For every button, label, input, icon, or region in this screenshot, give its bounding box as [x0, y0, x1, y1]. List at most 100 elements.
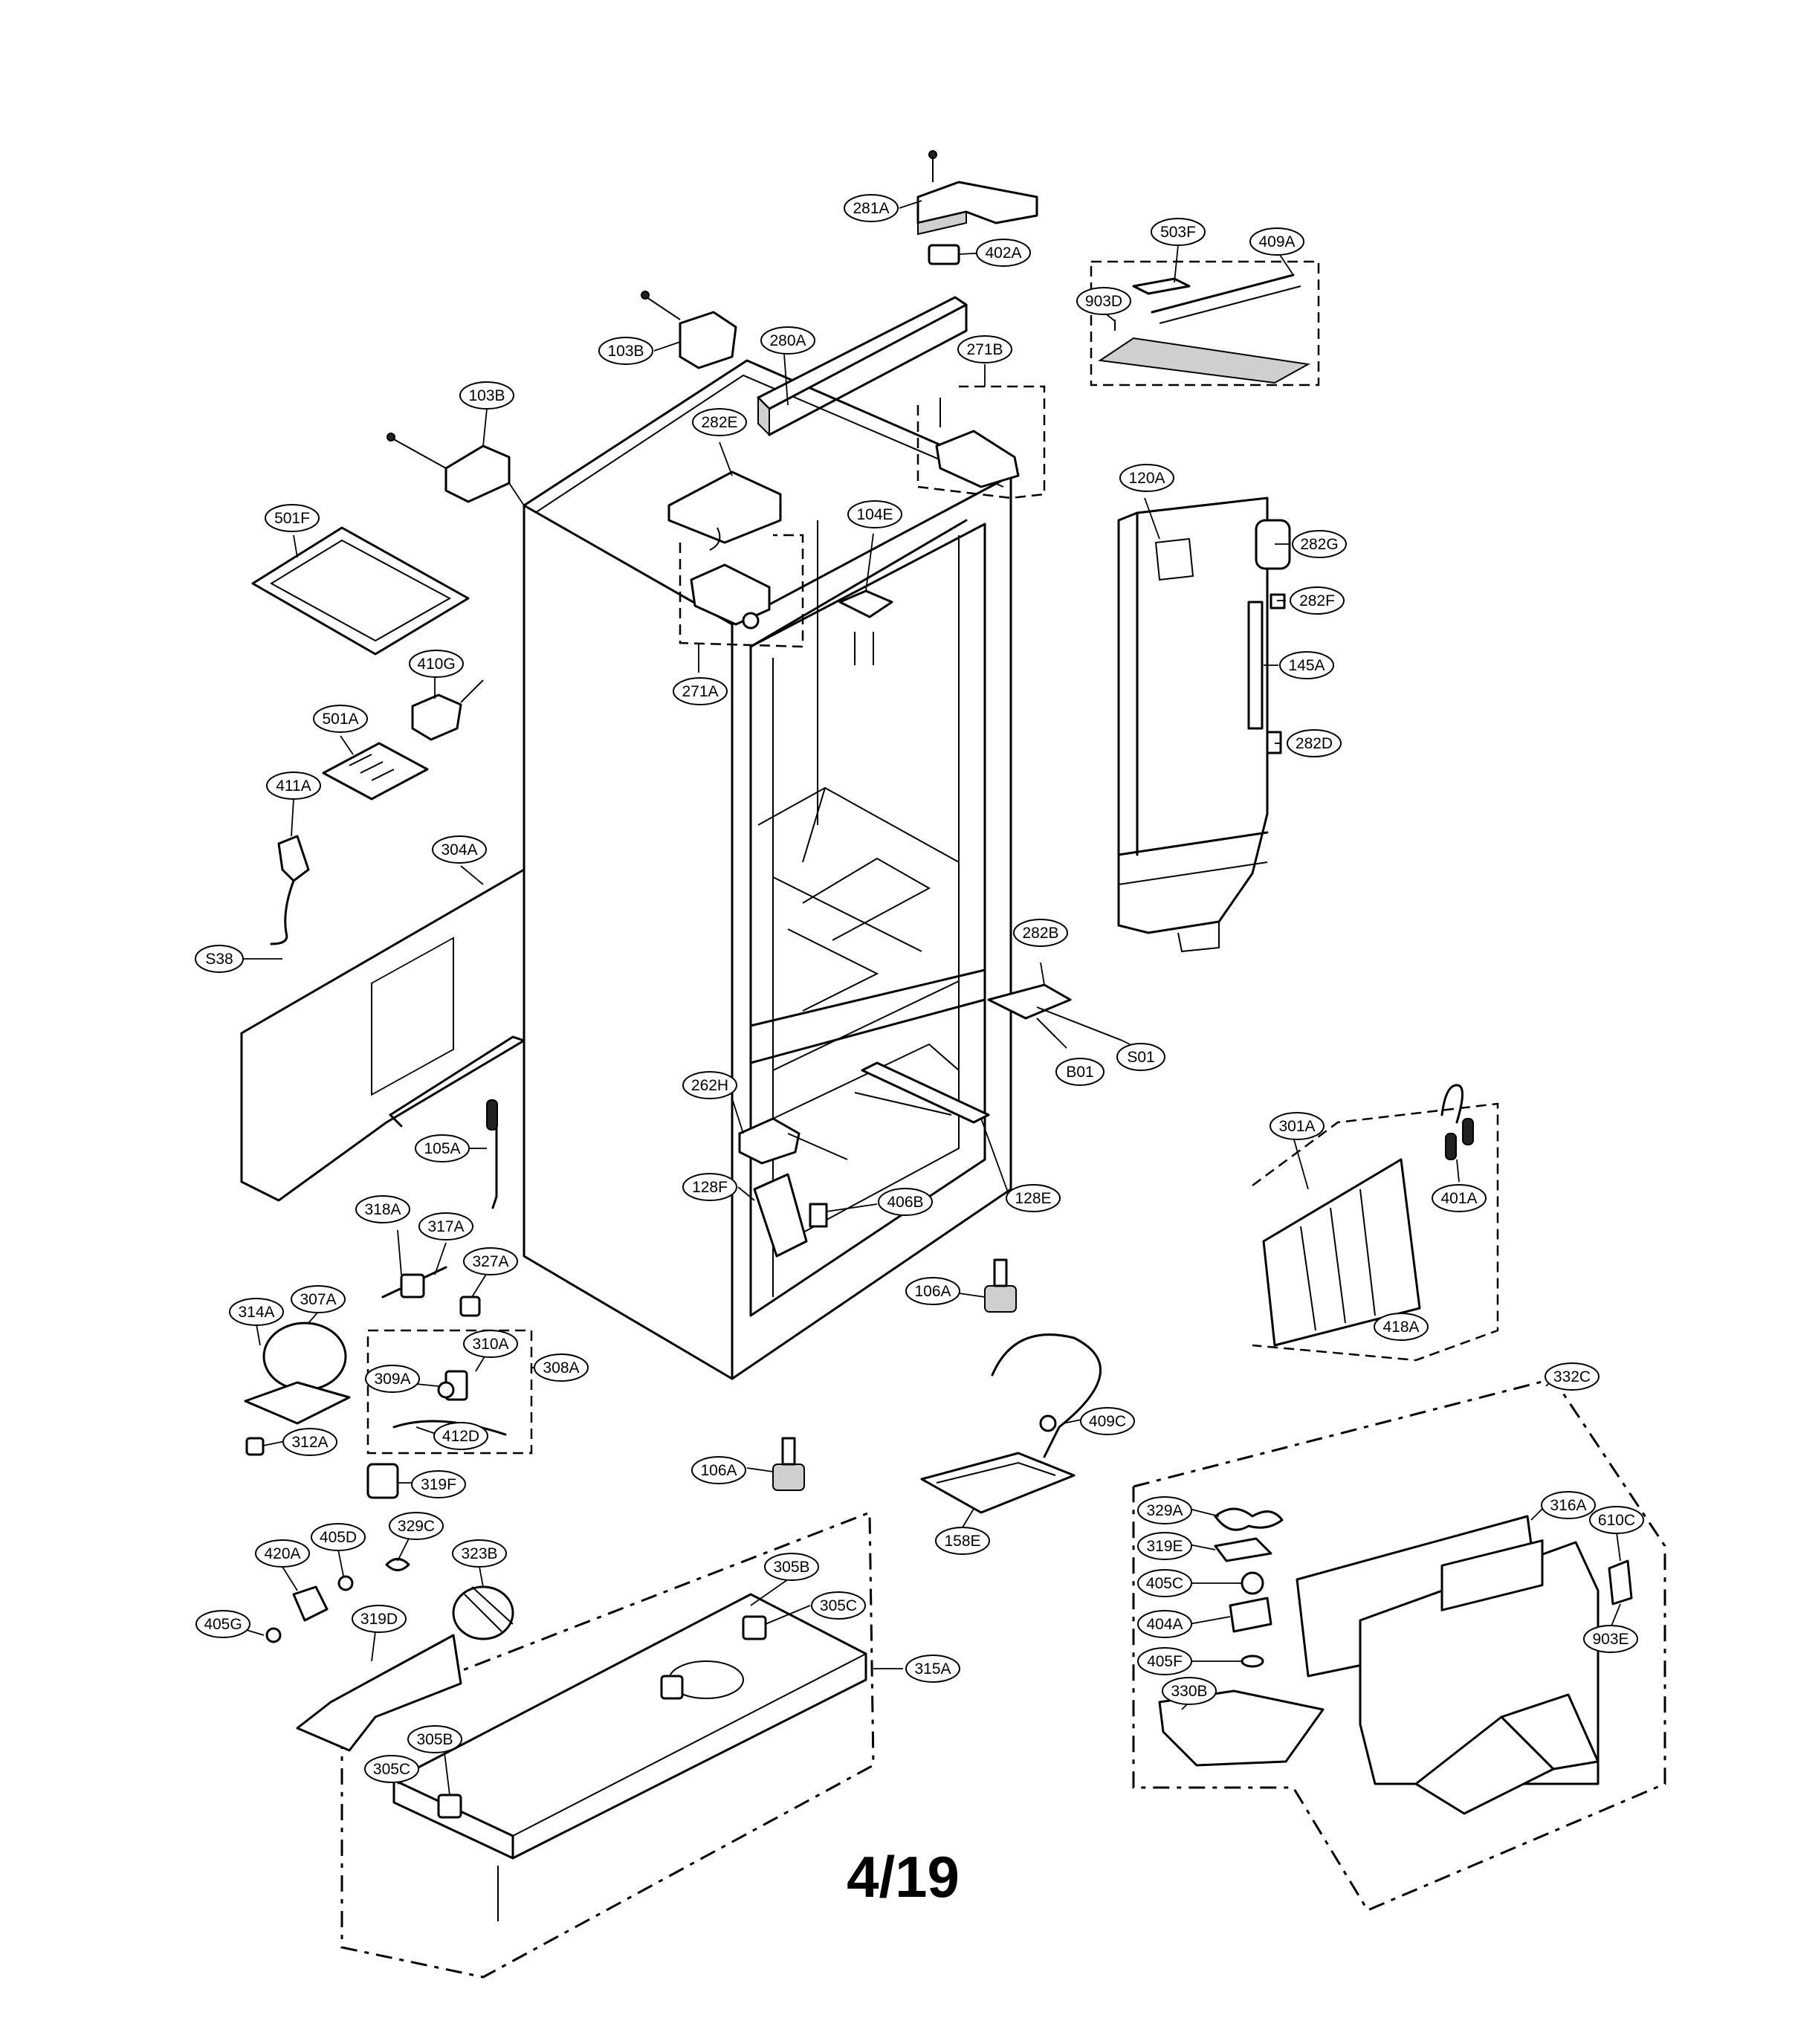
callout-405D: 405D — [311, 1523, 366, 1551]
svg-text:501A: 501A — [322, 711, 358, 728]
part-271B-hinge — [916, 385, 1046, 499]
part-401A-heater — [1440, 1084, 1474, 1160]
callout-105A: 105A — [415, 1134, 470, 1162]
callout-406B: 406B — [878, 1188, 933, 1216]
svg-text:404A: 404A — [1146, 1616, 1183, 1633]
svg-text:315A: 315A — [914, 1660, 951, 1678]
callout-282D: 282D — [1287, 729, 1342, 757]
svg-text:262H: 262H — [691, 1077, 728, 1094]
part-327A-clip — [459, 1296, 481, 1317]
svg-text:319E: 319E — [1146, 1538, 1183, 1555]
svg-text:103B: 103B — [607, 343, 644, 360]
svg-text:314A: 314A — [238, 1304, 274, 1321]
callout-128E: 128E — [1006, 1184, 1061, 1212]
svg-text:310A: 310A — [472, 1336, 508, 1353]
callout-411A: 411A — [266, 772, 321, 800]
callout-501A: 501A — [313, 705, 368, 733]
callout-332C: 332C — [1545, 1362, 1600, 1391]
callout-305B-bot: 305B — [407, 1725, 462, 1753]
svg-text:318A: 318A — [364, 1201, 401, 1218]
svg-text:282G: 282G — [1300, 536, 1338, 553]
svg-text:405C: 405C — [1146, 1575, 1183, 1592]
svg-text:282F: 282F — [1299, 592, 1335, 609]
callout-104E: 104E — [847, 500, 902, 528]
callout-404A: 404A — [1137, 1610, 1192, 1638]
part-282F-clip — [1270, 593, 1286, 609]
svg-text:120A: 120A — [1128, 470, 1165, 487]
svg-text:503F: 503F — [1160, 224, 1196, 241]
part-406B-switch — [809, 1203, 828, 1228]
svg-text:145A: 145A — [1288, 657, 1325, 674]
callout-405C: 405C — [1137, 1569, 1192, 1597]
refrigerator-cabinet — [523, 359, 1012, 1380]
callout-420A: 420A — [255, 1539, 310, 1568]
part-271A-hinge — [679, 534, 804, 648]
svg-text:319F: 319F — [421, 1476, 456, 1493]
callout-323B: 323B — [452, 1539, 507, 1568]
part-128F-bracket — [753, 1173, 808, 1258]
part-105A-tube — [486, 1099, 498, 1209]
callout-327A: 327A — [463, 1247, 518, 1275]
callout-903D: 903D — [1076, 287, 1131, 315]
svg-text:280A: 280A — [769, 332, 806, 349]
part-315A-base-plate — [340, 1510, 875, 1979]
part-304A-rear-panel — [240, 868, 525, 1202]
part-308A-starter-kit — [366, 1329, 533, 1455]
part-501A-board — [322, 742, 429, 801]
svg-text:405F: 405F — [1147, 1653, 1183, 1670]
svg-text:903E: 903E — [1592, 1631, 1629, 1648]
part-307A-compressor — [244, 1322, 351, 1425]
svg-text:411A: 411A — [276, 777, 311, 795]
callout-282B: 282B — [1013, 919, 1068, 947]
svg-text:281A: 281A — [853, 200, 889, 217]
callout-501F: 501F — [265, 504, 320, 532]
part-402A-connector — [928, 244, 960, 265]
svg-text:106A: 106A — [700, 1462, 737, 1479]
part-332C-fan-assembly — [1132, 1377, 1666, 1912]
part-282E-cover — [667, 470, 782, 551]
callout-316A: 316A — [1541, 1491, 1596, 1519]
callout-301A: 301A — [1270, 1112, 1325, 1140]
callout-158E: 158E — [935, 1527, 990, 1555]
callout-145A: 145A — [1279, 651, 1334, 679]
callout-409C: 409C — [1080, 1407, 1135, 1435]
svg-text:610C: 610C — [1598, 1512, 1635, 1529]
part-282D-clip — [1266, 731, 1282, 754]
part-319D-bracket — [296, 1634, 462, 1752]
callout-318A: 318A — [355, 1195, 410, 1223]
callout-S38: S38 — [195, 945, 244, 973]
callout-405G: 405G — [195, 1610, 250, 1638]
svg-text:405G: 405G — [204, 1616, 242, 1633]
svg-text:158E: 158E — [944, 1533, 980, 1550]
svg-text:282D: 282D — [1296, 735, 1333, 752]
callout-410G: 410G — [409, 650, 464, 678]
svg-text:409A: 409A — [1258, 233, 1295, 250]
svg-text:103B: 103B — [468, 387, 505, 404]
svg-text:282B: 282B — [1022, 925, 1058, 942]
part-405F-washer — [1241, 1655, 1264, 1668]
callout-402A: 402A — [976, 239, 1031, 267]
callout-401A: 401A — [1432, 1184, 1487, 1212]
part-405C-washer — [1241, 1571, 1264, 1595]
part-411A-power-cord — [270, 835, 310, 945]
svg-text:308A: 308A — [543, 1359, 579, 1377]
callout-106A-low: 106A — [691, 1456, 746, 1484]
part-103B-top-block — [641, 291, 737, 369]
part-104E-bracket — [838, 589, 893, 665]
part-329C-fan — [385, 1558, 410, 1571]
svg-text:307A: 307A — [300, 1291, 336, 1308]
callout-128F: 128F — [682, 1173, 737, 1201]
svg-text:332C: 332C — [1553, 1368, 1591, 1385]
svg-text:305C: 305C — [373, 1761, 410, 1778]
callout-307A: 307A — [291, 1285, 346, 1313]
callout-315A: 315A — [905, 1655, 960, 1683]
part-420A-motor — [292, 1585, 329, 1622]
callout-329C: 329C — [389, 1512, 444, 1540]
callout-317A: 317A — [418, 1212, 473, 1241]
callout-610C: 610C — [1589, 1506, 1644, 1534]
callout-282F: 282F — [1290, 586, 1345, 615]
part-503F-assembly — [1090, 260, 1320, 387]
callout-271B: 271B — [957, 335, 1012, 363]
svg-text:330B: 330B — [1171, 1683, 1207, 1700]
